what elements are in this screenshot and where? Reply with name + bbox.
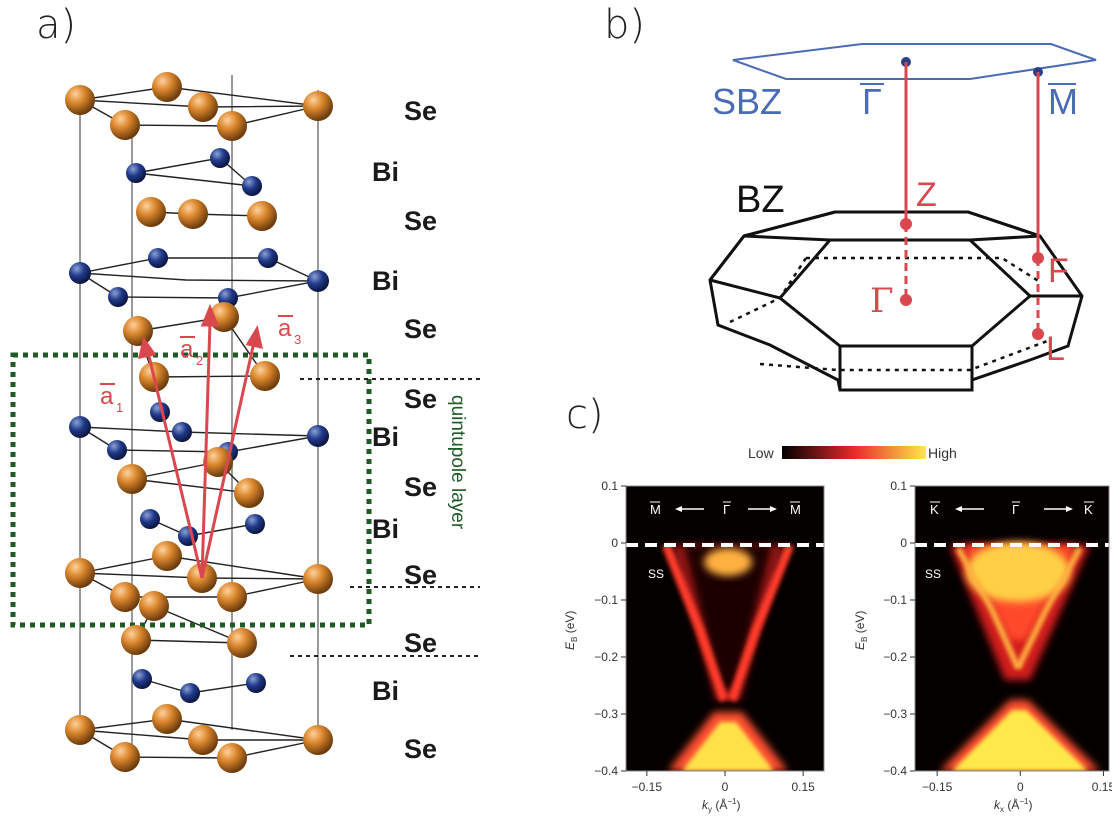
- y-tick-label: −0.2: [883, 650, 907, 664]
- panel-label-b: b): [604, 2, 645, 48]
- colorbar-high-label: High: [928, 445, 957, 461]
- layer-label: Se: [404, 628, 438, 658]
- arpes-plot-right: K Γ K SS: [914, 485, 1110, 772]
- m-bar-right-label: M: [790, 502, 801, 517]
- y-tick-label: −0.3: [883, 707, 907, 721]
- layer-label: Se: [404, 96, 438, 126]
- x-tick-label: −0.15: [922, 780, 953, 794]
- vector-a1: a: [100, 383, 114, 410]
- arpes-plot-left: M Γ M SS: [625, 485, 825, 772]
- panel-label-a: a): [36, 2, 77, 48]
- vector-a3-sub: 3: [294, 332, 301, 347]
- y-tick-label: −0.3: [594, 707, 618, 721]
- y-tick-label: 0.1: [601, 479, 618, 493]
- k-bar-right-label: K: [1084, 502, 1093, 517]
- y-tick-label: −0.1: [883, 593, 907, 607]
- left-ylabel: EB (eV): [563, 611, 579, 650]
- colorbar: [782, 446, 926, 459]
- y-tick-label: 0: [611, 536, 618, 550]
- vector-a3: a: [278, 315, 292, 342]
- m-bar-left-label: M: [650, 502, 661, 517]
- x-tick-label: −0.15: [632, 780, 663, 794]
- layer-label: Bi: [372, 676, 399, 706]
- right-ylabel: EB (eV): [853, 611, 869, 650]
- colorbar-low-label: Low: [748, 445, 775, 461]
- layer-label: Se: [404, 472, 438, 502]
- x-tick-label: 0.15: [791, 780, 815, 794]
- x-tick-label: 0: [1017, 780, 1024, 794]
- panel-label-c: c): [566, 392, 604, 438]
- ss-right-label: SS: [925, 567, 941, 581]
- vector-a1-sub: 1: [116, 400, 123, 415]
- y-tick-label: −0.4: [883, 764, 907, 778]
- layer-label: Bi: [372, 157, 399, 187]
- layer-label: Se: [404, 206, 438, 236]
- gamma-bar-label: Γ: [862, 81, 882, 122]
- l-label: L: [1046, 330, 1065, 368]
- y-tick-label: 0.1: [890, 479, 907, 493]
- layer-label: Se: [404, 560, 438, 590]
- m-bar-label: M: [1048, 81, 1078, 122]
- y-tick-label: 0: [900, 536, 907, 550]
- gamma-bar-right-label: Γ: [1012, 502, 1019, 517]
- right-xlabel: kx (Å−1): [994, 797, 1032, 814]
- vector-a2-sub: 2: [196, 353, 203, 368]
- layer-label: Se: [404, 734, 438, 764]
- bz-label: BZ: [736, 179, 785, 221]
- sbz-label: SBZ: [712, 81, 782, 122]
- y-tick-label: −0.1: [594, 593, 618, 607]
- layer-label: Se: [404, 314, 438, 344]
- x-tick-label: 0: [722, 780, 729, 794]
- gamma-label: Γ: [870, 281, 894, 321]
- y-tick-label: −0.2: [594, 650, 618, 664]
- y-tick-label: −0.4: [594, 764, 618, 778]
- quintuple-layer-label: quintupole layer: [447, 395, 468, 530]
- layer-label: Bi: [372, 514, 399, 544]
- gamma-bar-left-label: Γ: [723, 502, 730, 517]
- layer-label: Se: [404, 384, 438, 414]
- f-label: F: [1048, 252, 1069, 290]
- ss-left-label: SS: [648, 567, 664, 581]
- layer-label: Bi: [372, 422, 399, 452]
- x-tick-label: 0.15: [1092, 780, 1112, 794]
- k-bar-left-label: K: [930, 502, 939, 517]
- z-label: Z: [916, 176, 937, 214]
- left-xlabel: ky (Å−1): [702, 797, 740, 814]
- vector-a2: a: [180, 336, 194, 363]
- layer-label: Bi: [372, 266, 399, 296]
